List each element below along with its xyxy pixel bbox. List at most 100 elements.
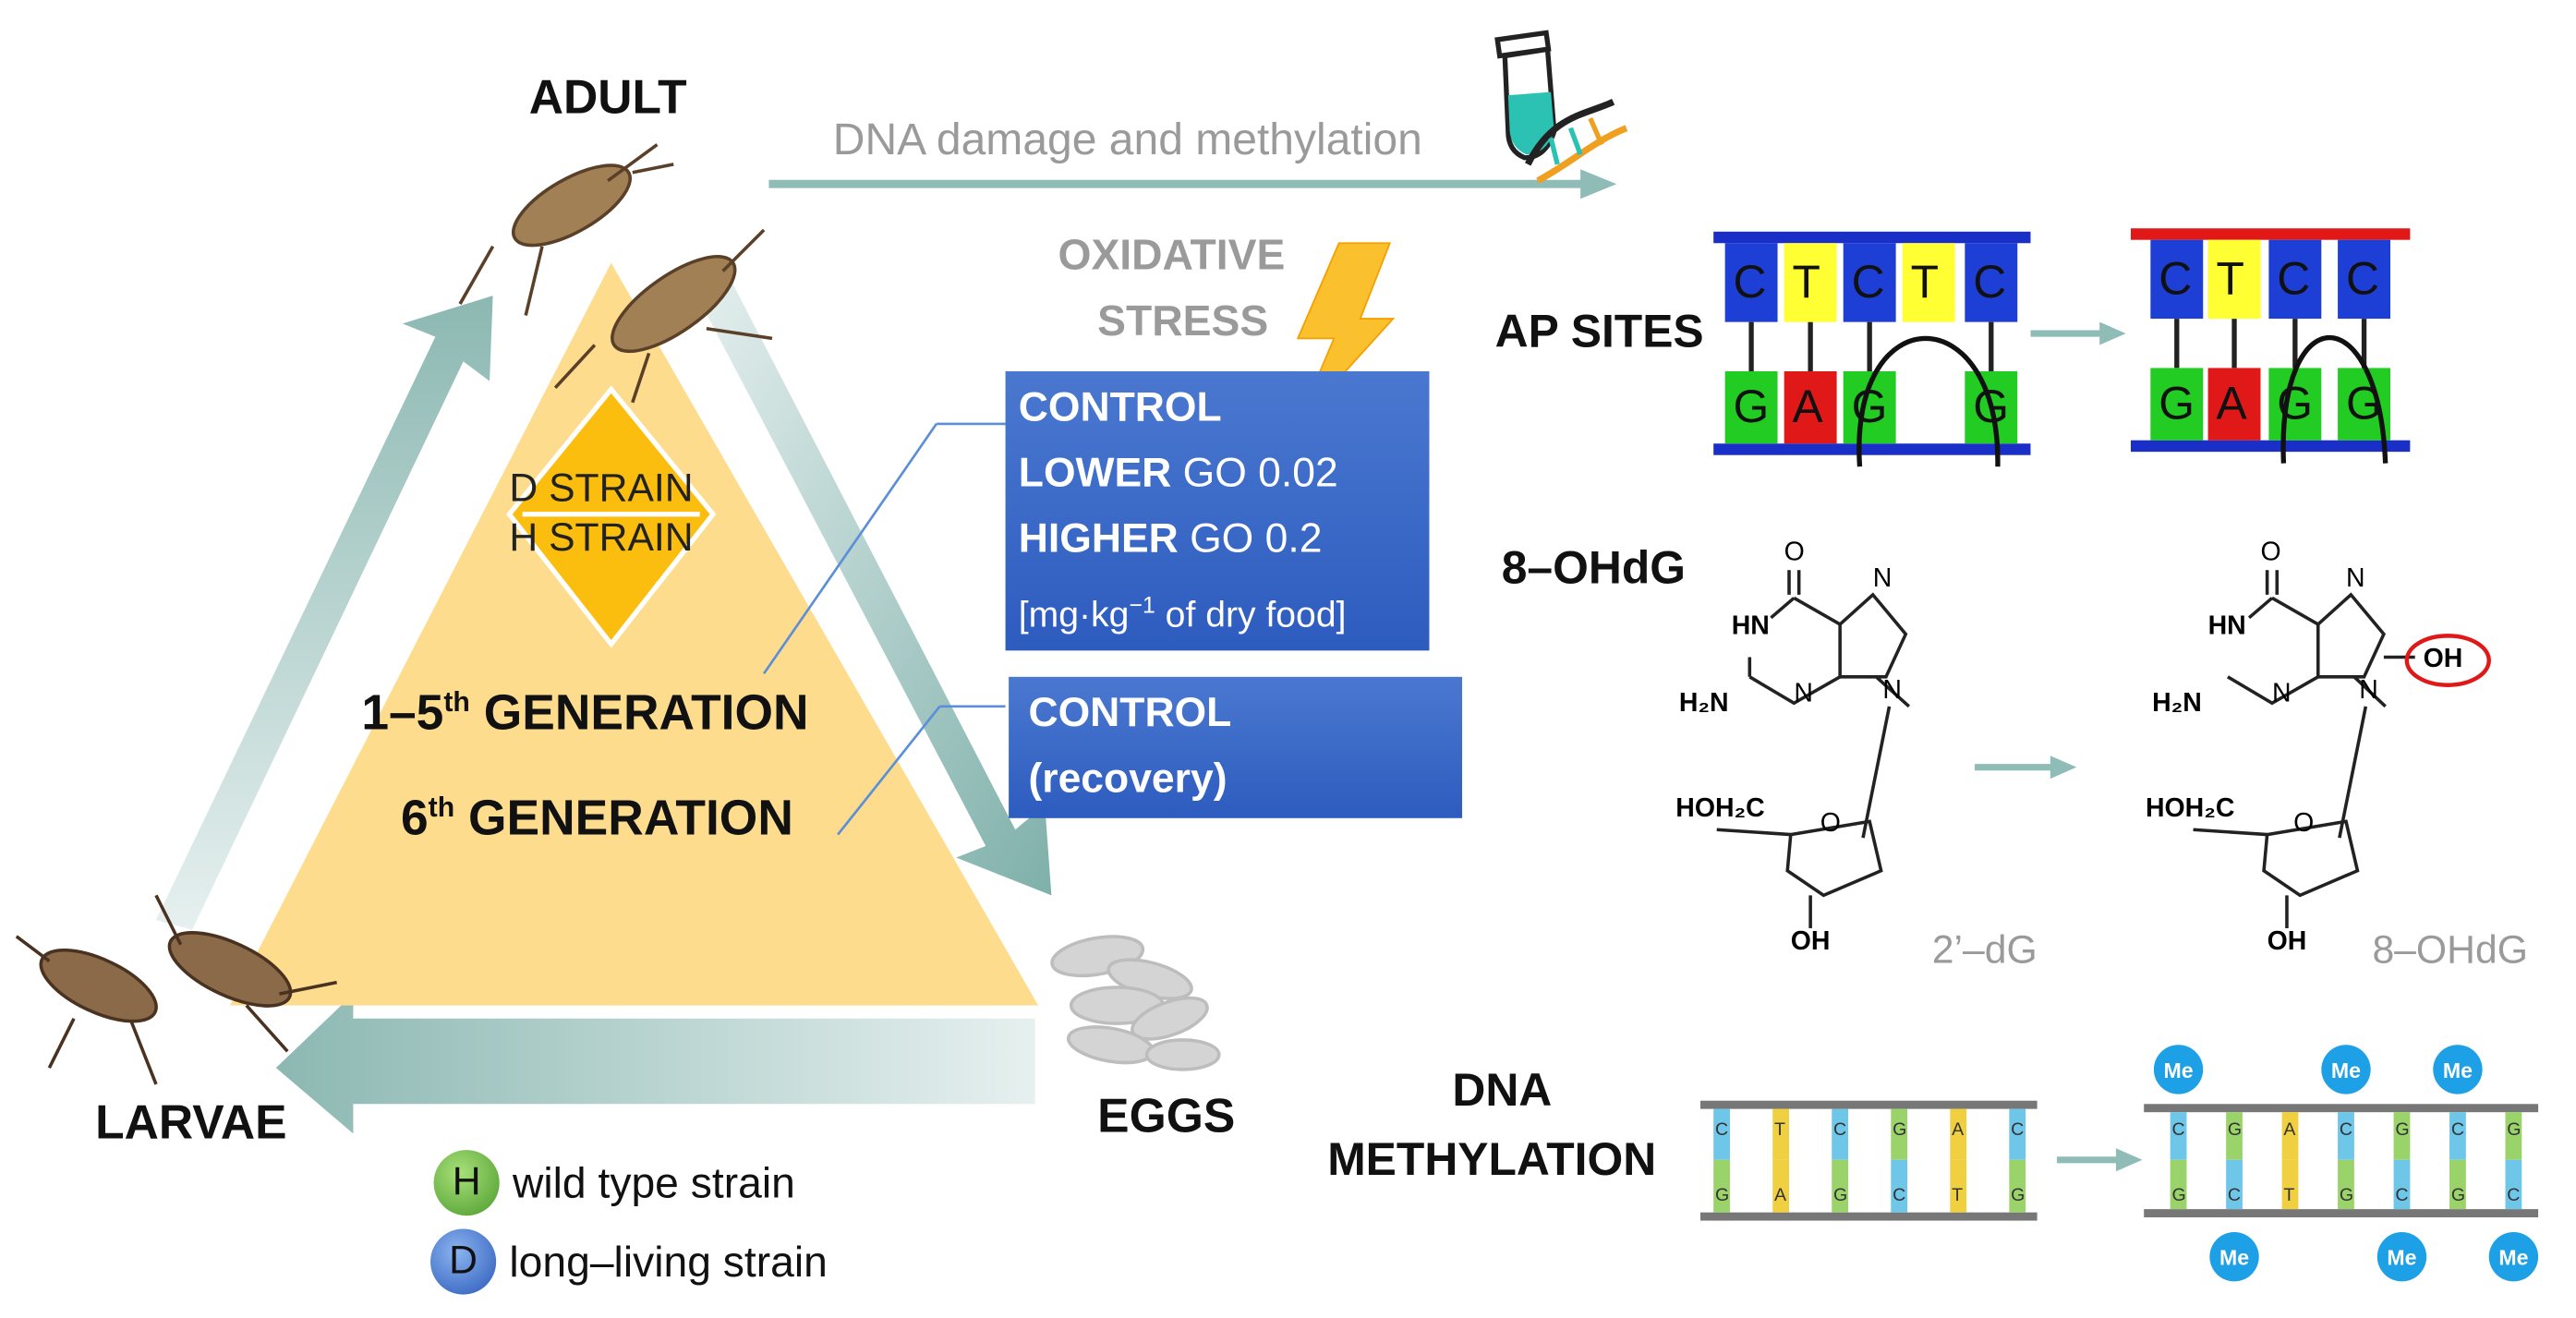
base-letter: A [1952, 1120, 1965, 1141]
base-bar [1891, 1159, 1908, 1213]
base-letter: C [2227, 1186, 2242, 1206]
base-letter: G [1714, 1186, 1730, 1206]
right-oh: OH [2267, 927, 2307, 957]
generation-triangle [230, 262, 1039, 1006]
base-bar [1950, 1159, 1967, 1213]
legend-h: H wild type strain [433, 1150, 795, 1216]
base-bar [2393, 1112, 2411, 1160]
methylation-title-line1: DNA [1452, 1064, 1553, 1116]
left-hoh2c: HOH₂C [1675, 794, 1765, 824]
control-label: CONTROL [1018, 384, 1222, 431]
adult-label: ADULT [528, 72, 687, 126]
base-letter: G [2345, 378, 2382, 429]
base-letter: C [1893, 1186, 1906, 1206]
d-strain-ball: D [430, 1228, 497, 1295]
connector-line-2 [837, 706, 941, 836]
left-n-right: N [1872, 564, 1893, 594]
gen-6-sup: th [428, 792, 455, 824]
base-letter: C [2159, 252, 2193, 305]
treatment-box: CONTROL LOWER GO 0.02 HIGHER GO 0.2 [mg·… [1005, 370, 1430, 651]
d-symbol: D [449, 1239, 478, 1284]
right-n: N [2271, 680, 2292, 708]
base-letter: G [1973, 381, 2009, 432]
base-bar [1950, 1108, 1967, 1160]
base-letter: T [1792, 256, 1820, 308]
methyl-group-icon: Me [2321, 1045, 2371, 1094]
base-letter: C [2345, 252, 2379, 305]
base-bar [1891, 1108, 1908, 1160]
right-h2n: H₂N [2152, 690, 2202, 719]
unit-post: of dry food] [1155, 593, 1347, 635]
ap-sites-arrow [2030, 321, 2126, 345]
right-ring-o: O [2293, 809, 2315, 839]
cycle-arrow-left [155, 296, 493, 930]
base-bar [2170, 1159, 2187, 1210]
base-bar [2226, 1159, 2243, 1210]
methylation-arrow [2056, 1148, 2143, 1172]
connector-line-1 [762, 423, 937, 675]
base-bar [2281, 1159, 2299, 1210]
h-strain-label: H STRAIN [509, 515, 694, 561]
left-n: N [1794, 680, 1813, 708]
h-symbol: H [452, 1159, 481, 1204]
eggs-label: EGGS [1097, 1091, 1236, 1143]
methyl-group-icon: Me [2153, 1045, 2204, 1094]
base-letter: G [2159, 378, 2195, 429]
dna-damage-label: DNA damage and methylation [832, 115, 1422, 164]
base-letter: G [2395, 1120, 2410, 1141]
base-bar [1713, 1159, 1730, 1213]
base-letter: C [2450, 1120, 2464, 1141]
base-letter: T [2283, 1186, 2295, 1206]
oxidative-label: OXIDATIVE [1058, 230, 1286, 280]
base-letter: G [2011, 1186, 2026, 1206]
base-bar [2393, 1159, 2411, 1210]
base-letter: C [1851, 256, 1885, 308]
base-bar [2505, 1159, 2522, 1210]
base-letter: T [2216, 252, 2244, 305]
d-legend-text: long–living strain [509, 1236, 828, 1286]
right-o: O [2260, 538, 2281, 567]
base-letter: G [2339, 1186, 2354, 1206]
generation-6-label: 6th GENERATION [401, 792, 793, 847]
base-letter: A [2283, 1120, 2296, 1141]
gen-1-5-number: 1–5 [361, 686, 444, 742]
left-hn: HN [1731, 612, 1770, 641]
methyl-group-icon: Me [2376, 1232, 2427, 1282]
ap-sites-dna-right [2130, 228, 2411, 464]
lower-go-row: LOWER GO 0.02 [1019, 441, 1430, 506]
ohdg-title: 8–OHdG [1501, 541, 1687, 594]
generation-1-5-label: 1–5th GENERATION [361, 686, 808, 742]
right-n-bottom: N [2359, 676, 2378, 706]
h-legend-text: wild type strain [512, 1157, 795, 1207]
base-bar [2449, 1112, 2466, 1160]
right-caption: 8–OHdG [2372, 927, 2528, 973]
ap-sites-title: AP SITES [1494, 305, 1704, 357]
methyl-group-icon: Me [2488, 1232, 2539, 1282]
base-letter: G [2277, 378, 2314, 429]
d-strain-label: D STRAIN [509, 466, 694, 512]
higher-value: GO 0.2 [1178, 515, 1323, 562]
unit-pre: [mg·kg [1018, 593, 1130, 635]
eggs-icon [1050, 935, 1221, 1071]
base-letter: G [2227, 1120, 2243, 1141]
recovery-label: (recovery) [1028, 756, 1228, 803]
structure-2dg [1716, 570, 1911, 928]
base-letter: C [2011, 1120, 2025, 1141]
left-o: O [1784, 538, 1805, 567]
lower-label: LOWER [1018, 450, 1172, 497]
base-bar [2338, 1112, 2354, 1160]
higher-go-row: HIGHER GO 0.2 [1019, 506, 1430, 572]
methylation-title-line2: METHYLATION [1327, 1133, 1657, 1185]
methyl-group-icon: Me [2433, 1045, 2483, 1094]
methylation-dna-right [2144, 1104, 2539, 1218]
base-letter: G [2507, 1120, 2522, 1141]
base-bar [2281, 1112, 2299, 1160]
base-letter: A [1792, 381, 1823, 432]
adult-cricket-icon [458, 143, 773, 404]
base-letter: G [1833, 1186, 1848, 1206]
base-letter: C [2395, 1186, 2409, 1206]
dna-damage-arrow [768, 169, 1617, 200]
base-letter: C [2339, 1120, 2353, 1141]
base-bar [1832, 1159, 1849, 1213]
